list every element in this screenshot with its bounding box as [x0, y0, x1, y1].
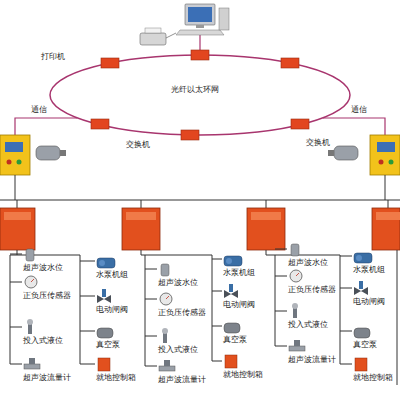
- branch-line: [80, 261, 95, 262]
- branch-line: [145, 255, 146, 366]
- motor-icon: [36, 146, 358, 160]
- branch-line: [145, 336, 157, 337]
- branch-line: [340, 256, 352, 257]
- device-icon: [97, 289, 111, 303]
- printer-icon: [140, 28, 176, 45]
- branch-line: [80, 255, 81, 364]
- device-icon: [354, 328, 370, 338]
- device-label: 电动闸阀: [222, 300, 256, 310]
- device-label: 就地控制箱: [222, 370, 264, 380]
- switch-icon: [91, 50, 309, 140]
- device-label: 水泵机组: [352, 265, 386, 275]
- branch-line: [340, 331, 352, 332]
- device-label: 电动闸阀: [95, 305, 129, 315]
- device-icon: [355, 358, 367, 371]
- device-label: 超声波水位: [22, 263, 64, 273]
- network-label: 光纤以太环网: [170, 85, 220, 95]
- branch-line: [145, 299, 157, 300]
- device-label: 真空泵: [352, 340, 378, 350]
- device-label: 正负压传感器: [157, 308, 207, 318]
- device-label: 投入式液位: [157, 345, 199, 355]
- device-icon: [26, 249, 34, 261]
- device-icon: [159, 360, 175, 371]
- computer-icon: [176, 4, 229, 55]
- branch-line: [10, 255, 11, 364]
- branch-line: [10, 327, 22, 328]
- network-label: 交换机: [125, 140, 151, 150]
- device-label: 就地控制箱: [95, 373, 137, 383]
- branch-line: [145, 269, 157, 270]
- branch-line: [80, 331, 95, 332]
- device-icon: [292, 303, 298, 318]
- device-icon: [224, 256, 242, 266]
- device-icon: [97, 328, 113, 338]
- device-icon: [291, 244, 299, 256]
- device-icon: [161, 264, 169, 276]
- controller-box: [0, 135, 400, 175]
- device-icon: [354, 281, 368, 295]
- control-cabinet: [0, 208, 400, 250]
- device-label: 正负压传感器: [22, 291, 72, 301]
- branch-line: [10, 364, 22, 365]
- comm-line: [15, 118, 77, 135]
- branch-line: [10, 250, 397, 385]
- branch-line: [80, 296, 95, 297]
- device-label: 真空泵: [95, 340, 121, 350]
- device-icon: [225, 355, 237, 368]
- branch-line: [275, 276, 287, 277]
- device-label: 真空泵: [222, 335, 248, 345]
- device-icon: [289, 340, 305, 351]
- device-icon: [354, 253, 372, 263]
- branch-line: [145, 366, 157, 367]
- branch-line: [340, 255, 341, 364]
- branch-line: [10, 254, 22, 255]
- device-icon: [98, 358, 110, 371]
- device-label: 水泵机组: [95, 270, 129, 280]
- branch-line: [10, 282, 22, 283]
- branch-line: [212, 255, 213, 361]
- branch-line: [80, 364, 95, 365]
- device-icon: [224, 323, 240, 333]
- device-label: 电动闸阀: [352, 297, 386, 307]
- network-label: 交换机: [305, 138, 331, 148]
- branch-line: [275, 346, 287, 347]
- device-label: 超声波水位: [157, 278, 199, 288]
- branch-line: [212, 326, 222, 327]
- comm-line: [323, 118, 385, 135]
- network-label: 通信: [30, 105, 48, 115]
- device-icon: [162, 328, 168, 343]
- fiber-ring: [50, 55, 350, 135]
- device-label: 超声波流量计: [287, 355, 337, 365]
- device-label: 超声波流量计: [157, 375, 207, 385]
- device-label: 投入式液位: [22, 336, 64, 346]
- branch-line: [340, 364, 352, 365]
- device-label: 超声波流量计: [22, 373, 72, 383]
- device-icon: [160, 293, 172, 305]
- device-icon: [27, 319, 33, 334]
- device-label: 就地控制箱: [352, 373, 394, 383]
- branch-line: [340, 288, 352, 289]
- device-icon: [290, 270, 302, 282]
- device-label: 投入式液位: [287, 320, 329, 330]
- device-label: 水泵机组: [222, 268, 256, 278]
- network-label: 打印机: [40, 52, 66, 62]
- branch-line: [212, 291, 222, 292]
- device-icon: [25, 276, 37, 288]
- device-icon: [97, 258, 115, 268]
- device-icon: [224, 284, 238, 298]
- bus-line: [0, 175, 400, 208]
- device-label: 正负压传感器: [287, 285, 337, 295]
- network-label: 通信: [350, 105, 368, 115]
- branch-line: [275, 311, 287, 312]
- branch-line: [275, 249, 287, 250]
- device-label: 超声波水位: [287, 258, 329, 268]
- branch-line: [212, 259, 222, 260]
- branch-line: [212, 361, 222, 362]
- device-icon: [24, 358, 40, 369]
- branch-line: [275, 255, 276, 346]
